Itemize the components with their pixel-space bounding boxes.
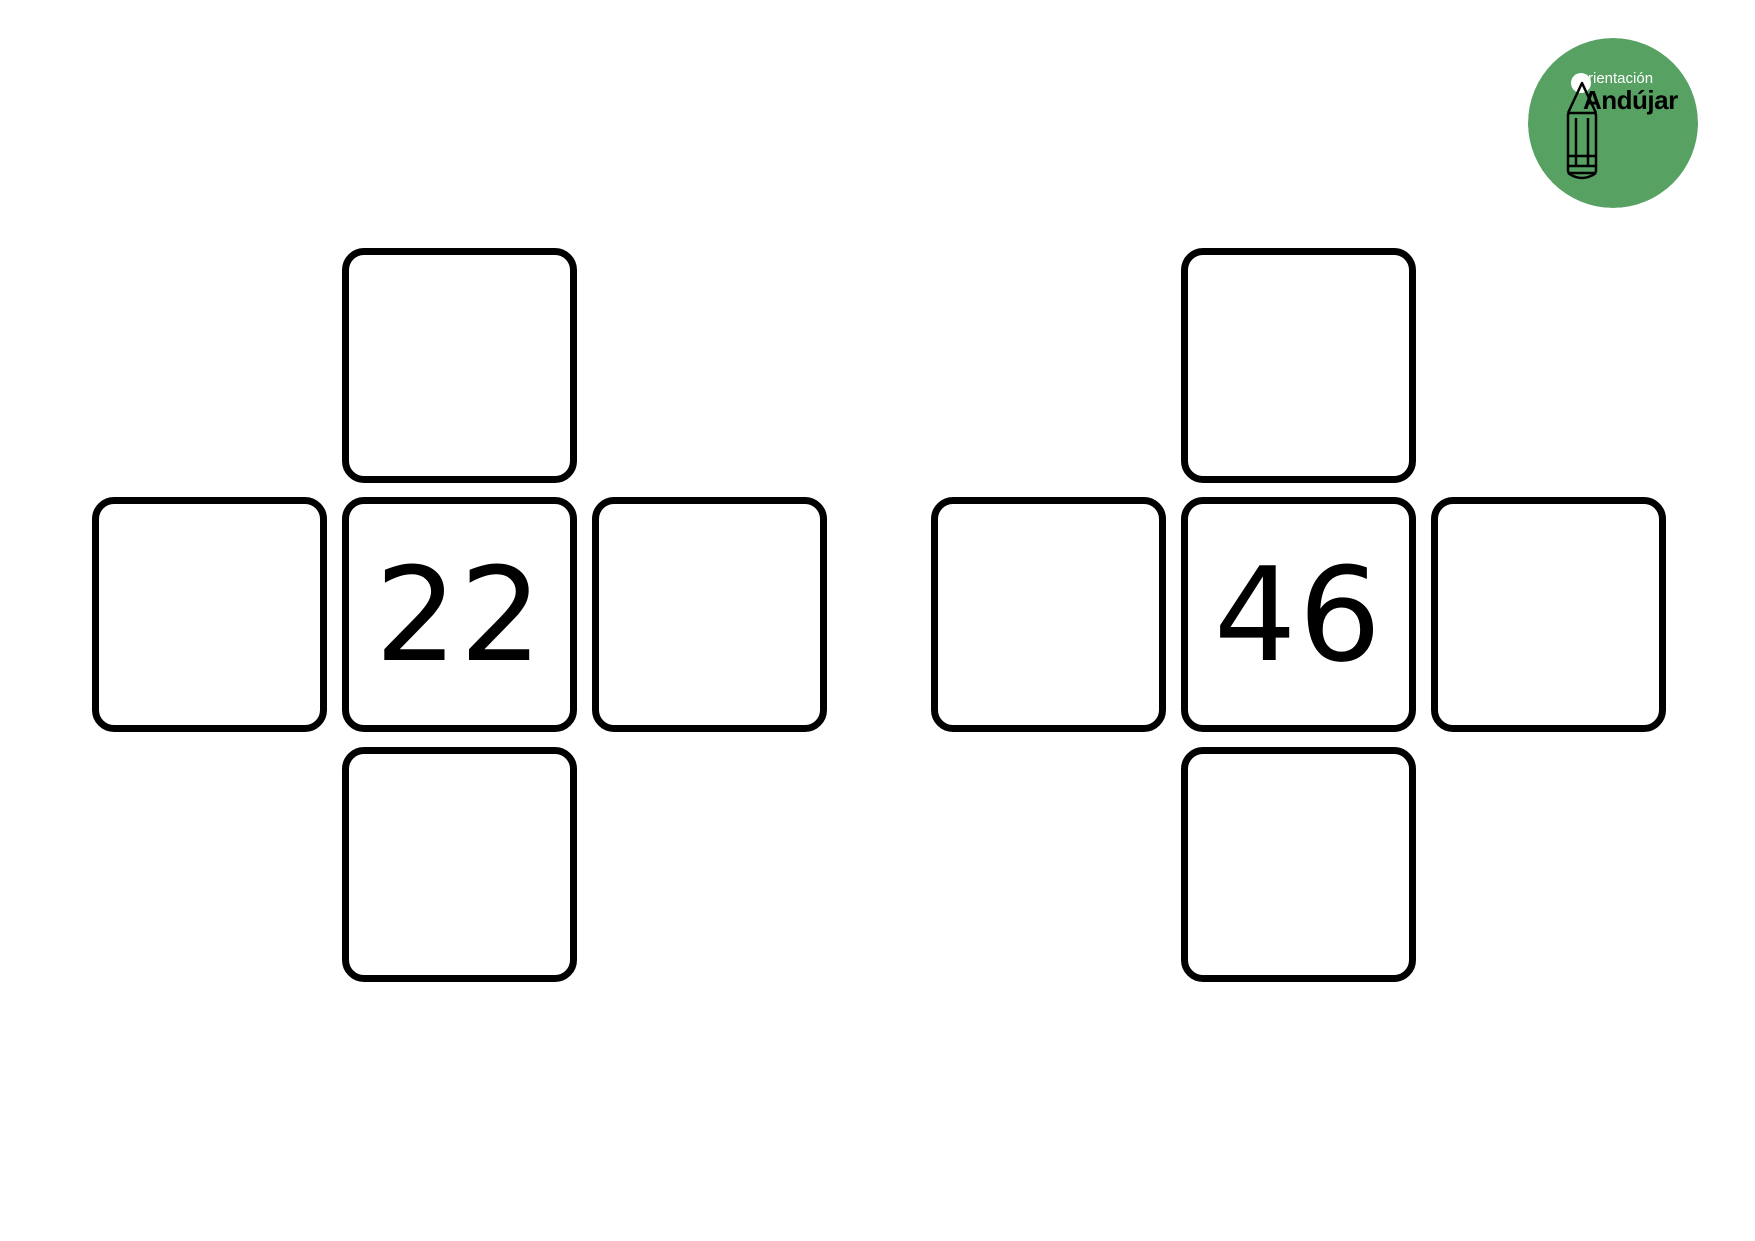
cell-left[interactable] (931, 497, 1166, 732)
center-number: 22 (374, 538, 545, 691)
cell-top[interactable] (1181, 248, 1416, 483)
logo-circle (1528, 38, 1698, 208)
logo-line1: rientación (1588, 70, 1654, 87)
cell-right[interactable] (592, 497, 827, 732)
cell-top[interactable] (342, 248, 577, 483)
orientacion-andujar-logo: rientación Andújar (1528, 38, 1698, 208)
cell-bottom[interactable] (1181, 747, 1416, 982)
pencil-icon (1566, 81, 1598, 180)
cell-bottom[interactable] (342, 747, 577, 982)
cell-center: 22 (342, 497, 577, 732)
cell-left[interactable] (92, 497, 327, 732)
center-number: 46 (1213, 538, 1384, 691)
cell-right[interactable] (1431, 497, 1666, 732)
cell-center: 46 (1181, 497, 1416, 732)
logo-line2: Andújar (1583, 85, 1678, 115)
